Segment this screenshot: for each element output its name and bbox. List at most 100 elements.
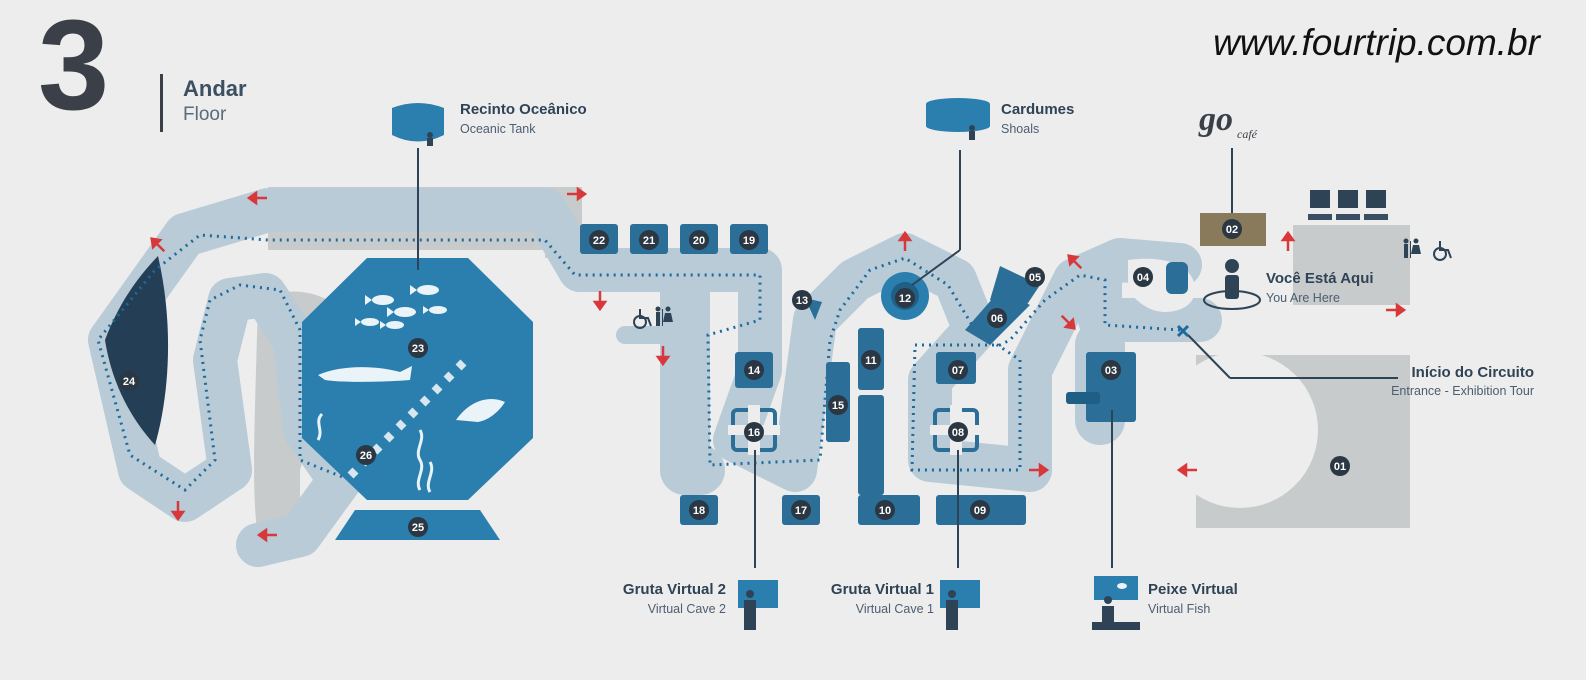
room-number: 09 <box>974 505 986 517</box>
exit-arrow-icon <box>1029 462 1050 478</box>
room-badge-03: 03 <box>1101 360 1121 380</box>
svg-text:go: go <box>1198 101 1233 138</box>
room-badge-07: 07 <box>948 360 968 380</box>
room-badge-18: 18 <box>689 500 709 520</box>
oceanic-tank-subtitle: Oceanic Tank <box>460 122 536 136</box>
exit-arrow-icon <box>655 346 671 367</box>
room-number: 23 <box>412 343 424 355</box>
virtual-fish-title: Peixe Virtual <box>1148 581 1238 598</box>
room-badge-09: 09 <box>970 500 990 520</box>
cafe-logo: go café <box>1195 92 1275 147</box>
room-badge-24: 24 <box>119 371 139 391</box>
exit-arrow-icon <box>1060 314 1076 330</box>
virtual-cave-2-title: Gruta Virtual 2 <box>622 581 726 598</box>
floor-label-pt: Andar <box>183 76 247 101</box>
room-badge-19: 19 <box>739 230 759 250</box>
room-badge-15: 15 <box>828 395 848 415</box>
atrium-void <box>1162 352 1318 508</box>
room-badge-01: 01 <box>1330 456 1350 476</box>
restroom-icon <box>655 238 1421 326</box>
virtual-cave-2-icon <box>738 580 778 630</box>
oceanic-tank <box>302 258 533 500</box>
exit-arrow-icon <box>150 237 166 253</box>
room-badge-21: 21 <box>639 230 659 250</box>
exit-arrow-icon <box>170 501 186 522</box>
watermark-url: www.fourtrip.com.br <box>1213 22 1540 63</box>
elevator-icon <box>1308 190 1388 220</box>
room-number: 22 <box>593 235 605 247</box>
room-badge-20: 20 <box>689 230 709 250</box>
tour-route <box>96 233 1181 492</box>
room-number: 13 <box>796 295 808 307</box>
exit-arrow-icon <box>1176 462 1197 478</box>
shoals-subtitle: Shoals <box>1001 122 1040 136</box>
room-number: 26 <box>360 450 372 462</box>
room-number: 12 <box>899 293 911 305</box>
cafe-logo-mark: go café <box>1198 101 1258 141</box>
room-badge-04: 04 <box>1133 267 1153 287</box>
room-badge-12: 12 <box>895 288 915 308</box>
room-badge-16: 16 <box>744 422 764 442</box>
room-badge-25: 25 <box>408 517 428 537</box>
virtual-fish-station <box>1066 392 1100 404</box>
room-number: 01 <box>1334 461 1346 473</box>
leader-lines <box>417 148 1398 568</box>
exit-arrow-icon <box>1386 302 1407 318</box>
floor-label-en: Floor <box>183 104 227 125</box>
wheelchair-icon <box>633 241 1452 329</box>
oceanic-tank-title: Recinto Oceânico <box>460 101 587 118</box>
room-badge-26: 26 <box>356 445 376 465</box>
room-badge-02: 02 <box>1222 219 1242 239</box>
virtual-fish-subtitle: Virtual Fish <box>1148 602 1211 616</box>
room-number: 24 <box>123 376 136 388</box>
virtual-fish-icon <box>1092 576 1140 630</box>
room-number: 20 <box>693 235 705 247</box>
you-are-here-title: Você Está Aqui <box>1266 270 1374 287</box>
svg-text:café: café <box>1237 127 1258 141</box>
room-badge-08: 08 <box>948 422 968 442</box>
room-number: 18 <box>693 505 705 517</box>
room-number: 05 <box>1029 272 1041 284</box>
shoals-icon <box>926 98 990 140</box>
room-number: 15 <box>832 400 844 412</box>
room-badge-06: 06 <box>987 308 1007 328</box>
exit-arrow-icon <box>1280 230 1296 251</box>
room-badge-11: 11 <box>861 350 881 370</box>
circuit-start-subtitle: Entrance - Exhibition Tour <box>1391 384 1534 398</box>
room-number: 19 <box>743 235 755 247</box>
shoals-title: Cardumes <box>1001 101 1075 118</box>
start-marker-icon <box>1176 324 1190 338</box>
room-badges: 01 02 03 04 05 06 07 08 09 10 11 12 13 14 15 16 17 18 19 20… <box>119 219 1350 537</box>
circuit-start-title: Início do Circuito <box>1411 364 1535 381</box>
exit-arrow-icon <box>897 230 913 251</box>
exit-arrow-icon <box>1067 254 1083 270</box>
room-badge-13: 13 <box>792 290 812 310</box>
room-number: 14 <box>748 365 761 377</box>
room-badge-14: 14 <box>744 360 764 380</box>
room-badge-22: 22 <box>589 230 609 250</box>
exit-arrow-icon <box>567 186 588 202</box>
room-number: 03 <box>1105 365 1117 377</box>
exit-arrow-icon <box>246 190 267 206</box>
room-badge-17: 17 <box>791 500 811 520</box>
room-number: 21 <box>643 235 655 247</box>
you-are-here-icon <box>1203 259 1261 310</box>
exit-arrow-icon <box>592 291 608 312</box>
floor-divider <box>160 74 163 132</box>
room-number: 04 <box>1137 272 1150 284</box>
exit-arrows <box>150 186 1407 543</box>
room-badge-10: 10 <box>875 500 895 520</box>
virtual-cave-1-subtitle: Virtual Cave 1 <box>855 602 934 616</box>
room-number: 08 <box>952 427 964 439</box>
floor-number: 3 <box>38 0 110 137</box>
you-are-here-subtitle: You Are Here <box>1266 291 1340 305</box>
oceanic-tank-icon <box>392 103 444 146</box>
room-number: 25 <box>412 522 424 534</box>
room-badge-05: 05 <box>1025 267 1045 287</box>
exit-arrow-icon <box>256 527 277 543</box>
room-number: 16 <box>748 427 760 439</box>
room-number: 11 <box>865 355 877 367</box>
room-number: 17 <box>795 505 807 517</box>
room-number: 02 <box>1226 224 1238 236</box>
